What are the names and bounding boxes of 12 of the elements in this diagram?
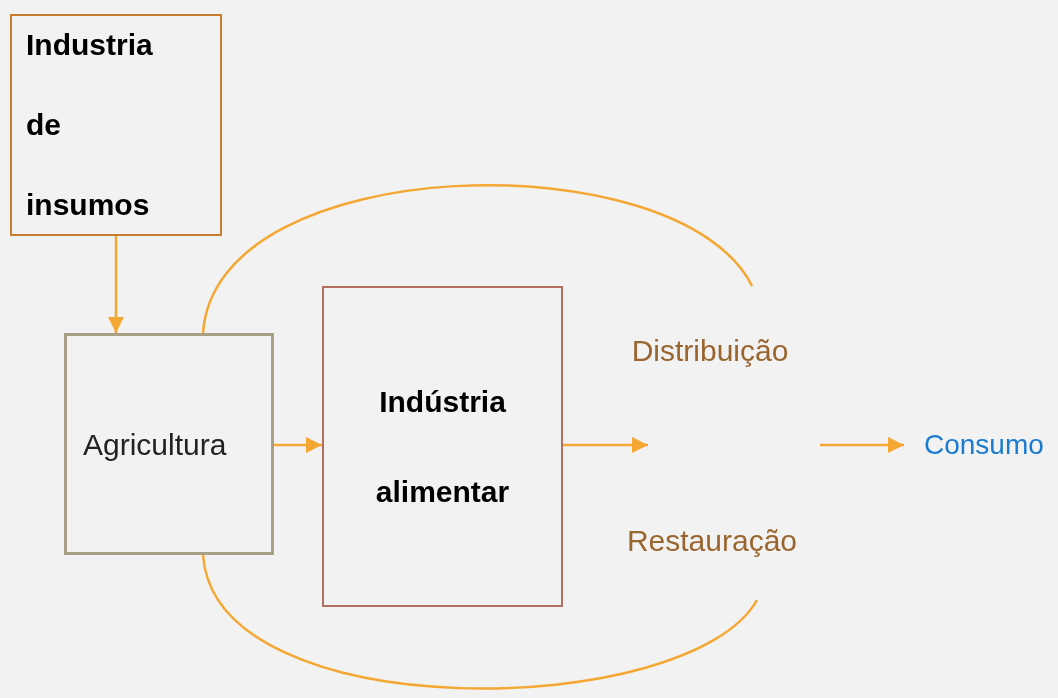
curved-connector [201, 184, 753, 334]
stage-label: Restauração [622, 514, 802, 600]
outcome-label: Consumo [904, 420, 1058, 470]
process-box: Indústria alimentar [322, 286, 563, 607]
arrow [563, 437, 648, 453]
process-box: Industria de insumos [10, 14, 222, 236]
arrow [820, 437, 904, 453]
curved-connector [201, 554, 758, 690]
arrow [274, 436, 322, 453]
process-box: Agricultura [64, 333, 274, 555]
stage-label: Distribuição [630, 286, 790, 370]
arrow [108, 236, 124, 333]
